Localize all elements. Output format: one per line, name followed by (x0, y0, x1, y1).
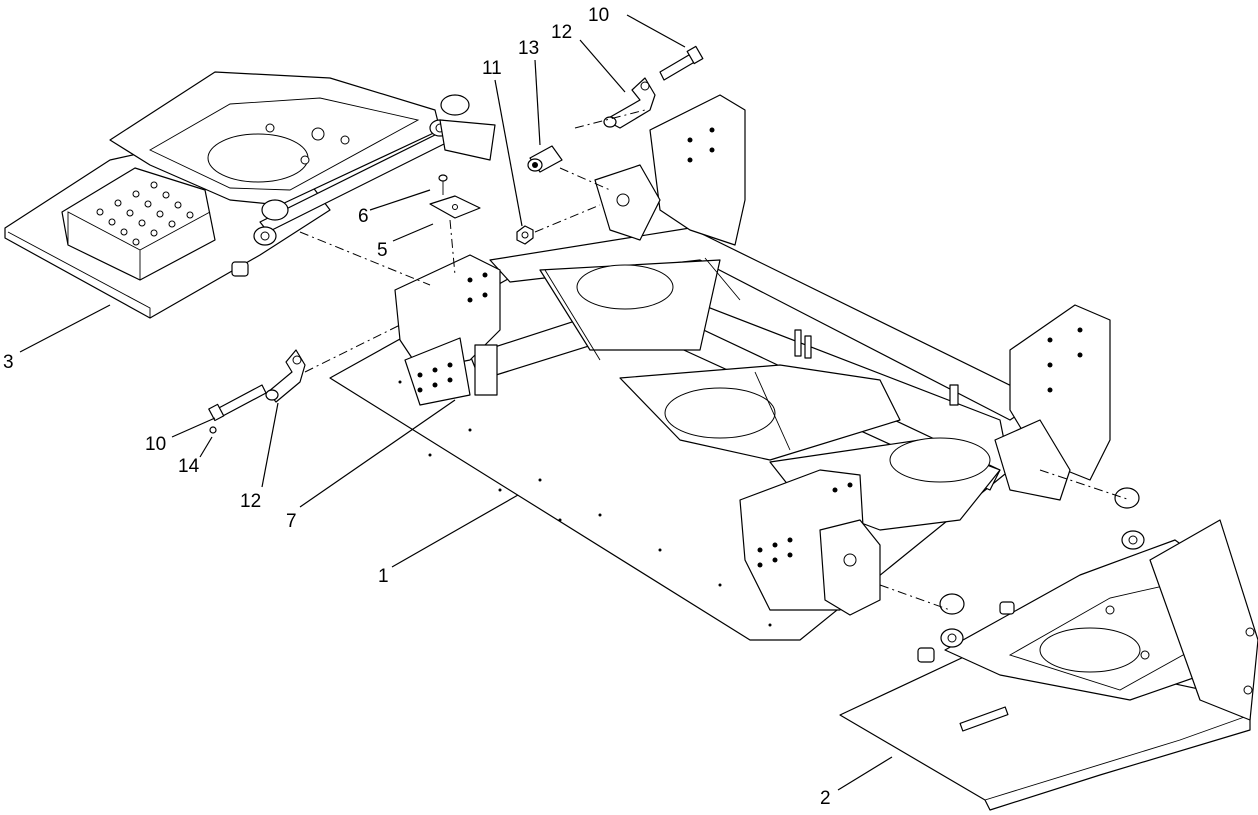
callout-13: 13 (518, 38, 539, 59)
nut (516, 225, 534, 245)
front-mount-assembly (839, 487, 1258, 811)
bolt-left (208, 384, 267, 422)
fitting (209, 426, 217, 434)
pivot-knuckle-lower (253, 199, 289, 246)
screw (438, 174, 448, 195)
callout-2: 2 (820, 788, 831, 809)
pivot-knuckle-front-right (1114, 487, 1145, 550)
rear-mount-assembly (4, 71, 496, 319)
bolt-top (659, 45, 704, 81)
main-frame (329, 94, 1111, 641)
callout-14: 14 (178, 456, 200, 477)
plate (429, 195, 481, 219)
callout-11: 11 (482, 58, 502, 79)
callout-1: 1 (378, 566, 389, 587)
callout-10-top: 10 (588, 5, 609, 26)
callout-labels: 10 12 13 11 6 5 3 10 14 12 7 1 2 (3, 5, 831, 809)
pivot-link-left (265, 349, 306, 403)
callout-6: 6 (358, 206, 369, 227)
callout-12-top: 12 (551, 22, 572, 43)
pivot-link-top (603, 77, 656, 129)
callout-10-left: 10 (145, 434, 166, 455)
callout-5: 5 (377, 240, 388, 261)
callout-3: 3 (3, 352, 14, 373)
bushing (527, 145, 563, 173)
callout-7: 7 (286, 511, 297, 532)
callout-12-left: 12 (240, 491, 261, 512)
pivot-knuckle-front-left (939, 593, 965, 648)
assembly-centerlines (299, 109, 1131, 611)
grate-holes (96, 181, 194, 246)
leader-lines (19, 14, 893, 791)
